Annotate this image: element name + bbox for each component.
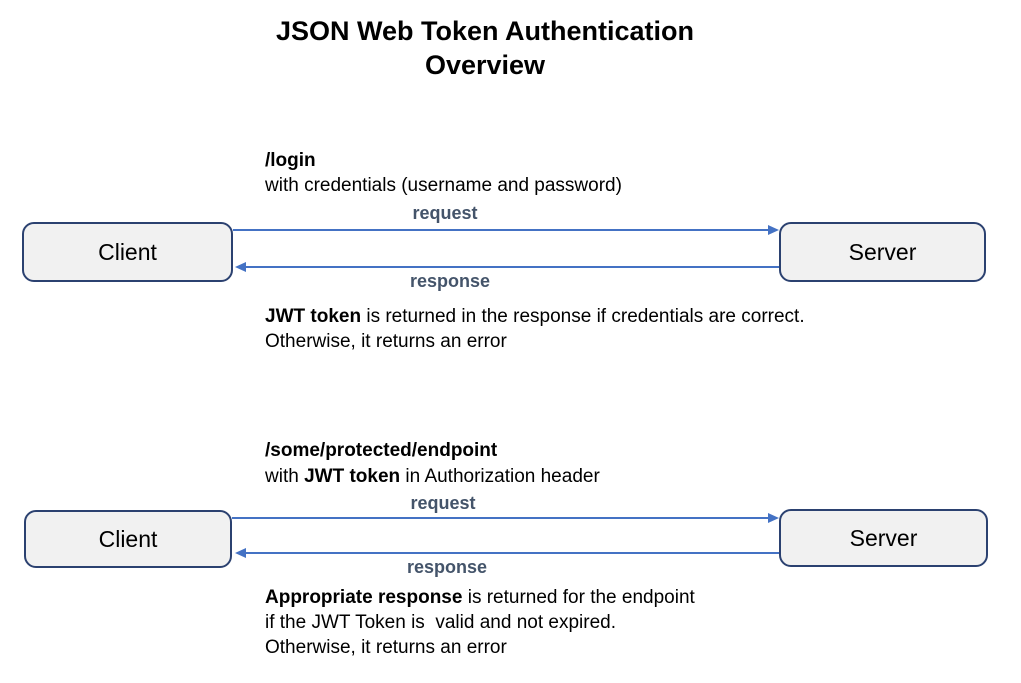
protected-response-line [245, 552, 779, 554]
login-caption-rest: is returned in the response if credentia… [361, 306, 805, 327]
diagram-title-line2: Overview [424, 50, 546, 80]
protected-request-label: request [410, 493, 476, 513]
login-client-box: Client [22, 222, 233, 282]
diagram-title: JSON Web Token Authentication Overview [0, 14, 970, 82]
protected-caption-line2: if the JWT Token is valid and not expire… [265, 612, 616, 633]
protected-client-label: Client [98, 525, 158, 552]
protected-subtitle-pre: with [265, 466, 305, 487]
login-caption-line2: Otherwise, it returns an error [265, 331, 507, 352]
protected-server-label: Server [849, 524, 918, 551]
protected-caption-line1: Appropriate response is returned for the… [265, 585, 695, 610]
arrowhead-right-icon [768, 513, 779, 523]
arrowhead-left-icon [235, 262, 246, 272]
login-request-label: request [412, 203, 478, 223]
protected-response-label: response [406, 557, 488, 577]
arrowhead-left-icon [235, 548, 246, 558]
login-caption-bold: JWT token [265, 306, 362, 327]
protected-subtitle: with JWT token in Authorization header [265, 464, 600, 489]
login-subtitle-pre: with credentials (username and password) [265, 175, 622, 196]
protected-endpoint-label: /some/protected/endpoint [265, 440, 498, 461]
login-response-label: response [409, 271, 491, 291]
protected-subtitle-bold: JWT token [304, 466, 401, 487]
protected-subtitle-post: in Authorization header [400, 466, 600, 487]
login-server-label: Server [848, 238, 917, 265]
arrowhead-right-icon [768, 225, 779, 235]
protected-client-box: Client [24, 510, 232, 568]
diagram-title-line1: JSON Web Token Authentication [275, 16, 695, 46]
login-caption-line1: JWT token is returned in the response if… [265, 304, 805, 329]
protected-caption-line3: Otherwise, it returns an error [265, 637, 507, 658]
login-response-line [245, 266, 779, 268]
protected-caption-rest: is returned for the endpoint [462, 587, 695, 608]
login-subtitle: with credentials (username and password) [265, 173, 622, 198]
login-request-line [233, 229, 770, 231]
protected-caption-bold: Appropriate response [265, 587, 463, 608]
login-client-label: Client [98, 238, 157, 265]
protected-server-box: Server [779, 509, 988, 567]
login-server-box: Server [779, 222, 986, 282]
protected-request-line [232, 517, 769, 519]
login-endpoint-label: /login [265, 150, 316, 171]
